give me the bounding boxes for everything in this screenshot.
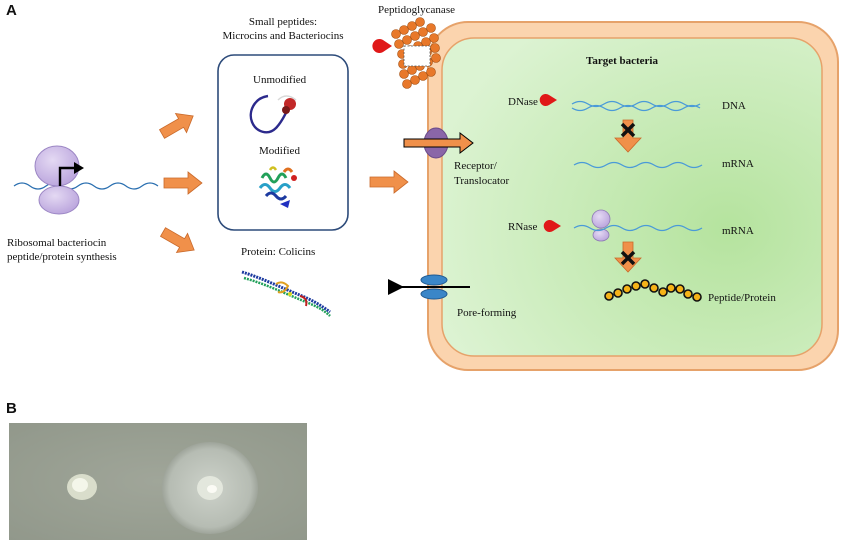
small-peptides-title: Small peptides: [248,16,318,28]
target-bacteria-cell [427,21,839,371]
panel-a-label: A [6,2,17,19]
small-peptides-subtitle: Microcins and Bacteriocins [222,30,344,42]
ribosome-icon [13,145,159,215]
peptidoglycanase-label: Peptidoglycanase [378,4,455,16]
mrna-bottom-label: mRNA [722,225,754,237]
agar-plate-photo [9,423,307,540]
dnase-enzyme-icon [539,94,557,106]
dna-strand-icon [571,100,701,112]
colicin-protein-icon [241,270,331,317]
mrna-top-label: mRNA [722,158,754,170]
dna-label: DNA [722,100,746,112]
panel-b-label: B [6,400,17,417]
peptide-bead-chain-icon [604,279,702,302]
small-peptides-box [217,54,349,231]
mrna-strand-top [573,161,703,169]
peptidoglycan-lattice-icon [372,17,441,89]
rnase-label: RNase [508,221,538,233]
receptor-label-line2: Translocator [454,175,510,187]
unmodified-label: Unmodified [253,74,307,86]
dna-to-mrna-blocked-arrow [614,119,642,153]
protein-colicins-label: Protein: Colicins [241,246,316,258]
receptor-label-line1: Receptor/ [454,160,497,172]
unmodified-peptide-icon [249,94,297,134]
target-bacteria-label: Target bacteria [586,55,658,67]
receptor-translocator-icon [403,127,474,159]
peptidoglycanase-enzyme-icon [372,39,392,53]
modified-peptide-icon [258,166,297,208]
synthesis-label-line2: peptide/protein synthesis [7,251,117,263]
ribosome-small-icon [591,209,611,242]
dnase-label: DNase [508,96,538,108]
synthesis-label-line1: Ribosomal bacteriocin [7,237,107,249]
rnase-enzyme-icon [543,219,561,232]
modified-label: Modified [259,145,300,157]
mrna-to-peptide-blocked-arrow [614,241,642,273]
mrna-strand-bottom [573,224,703,232]
orange-arrows [158,112,409,254]
pore-forming-icon [388,274,470,300]
pore-forming-label: Pore-forming [457,307,517,319]
peptide-protein-label: Peptide/Protein [708,292,776,304]
